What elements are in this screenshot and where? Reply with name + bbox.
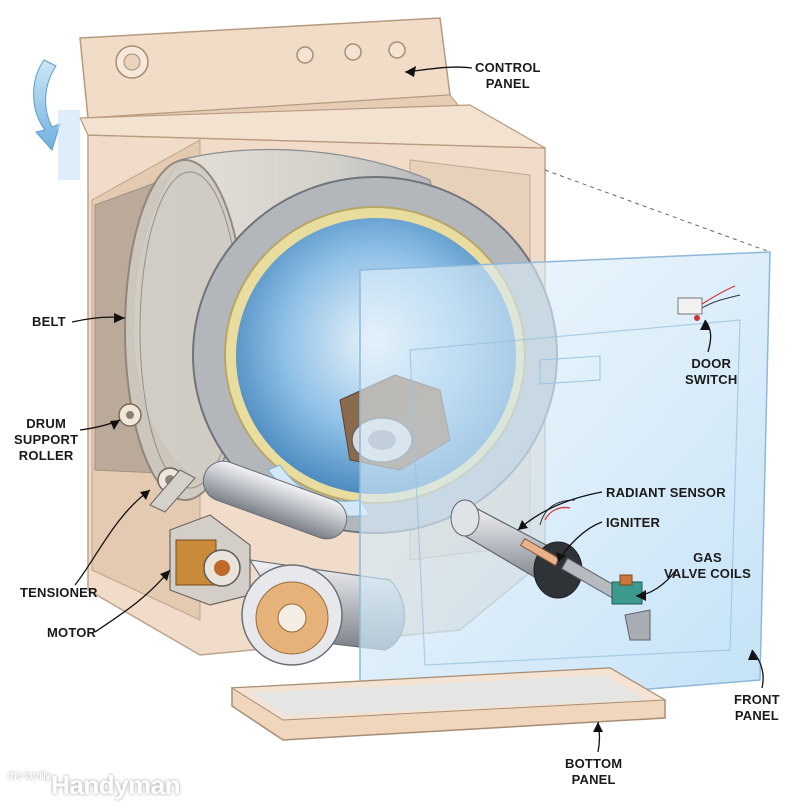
label-radiant-sensor: RADIANT SENSOR	[606, 485, 726, 500]
label-control-panel: CONTROL PANEL	[475, 60, 541, 91]
motor	[169, 460, 348, 606]
label-door-switch: DOOR SWITCH	[685, 356, 738, 387]
bottom-panel	[230, 667, 667, 741]
label-bottom-panel: BOTTOM PANEL	[565, 756, 623, 787]
watermark-logo: the familyHandyman	[8, 770, 180, 800]
drum-support-roller	[118, 403, 142, 427]
door-switch	[677, 285, 741, 321]
label-tensioner: TENSIONER	[20, 585, 98, 600]
airflow-arrow	[33, 59, 80, 180]
label-gas-valve-coils: GAS VALVE COILS	[664, 550, 751, 581]
label-belt: BELT	[32, 314, 66, 329]
control-panel	[79, 17, 546, 149]
tensioner	[149, 467, 196, 513]
label-igniter: IGNITER	[606, 515, 661, 530]
label-motor: MOTOR	[47, 625, 97, 640]
label-drum-support-roller: DRUM SUPPORT ROLLER	[14, 416, 79, 463]
arrowheads	[110, 66, 758, 732]
label-front-panel: FRONT PANEL	[734, 692, 780, 723]
burner-assembly	[450, 499, 651, 641]
